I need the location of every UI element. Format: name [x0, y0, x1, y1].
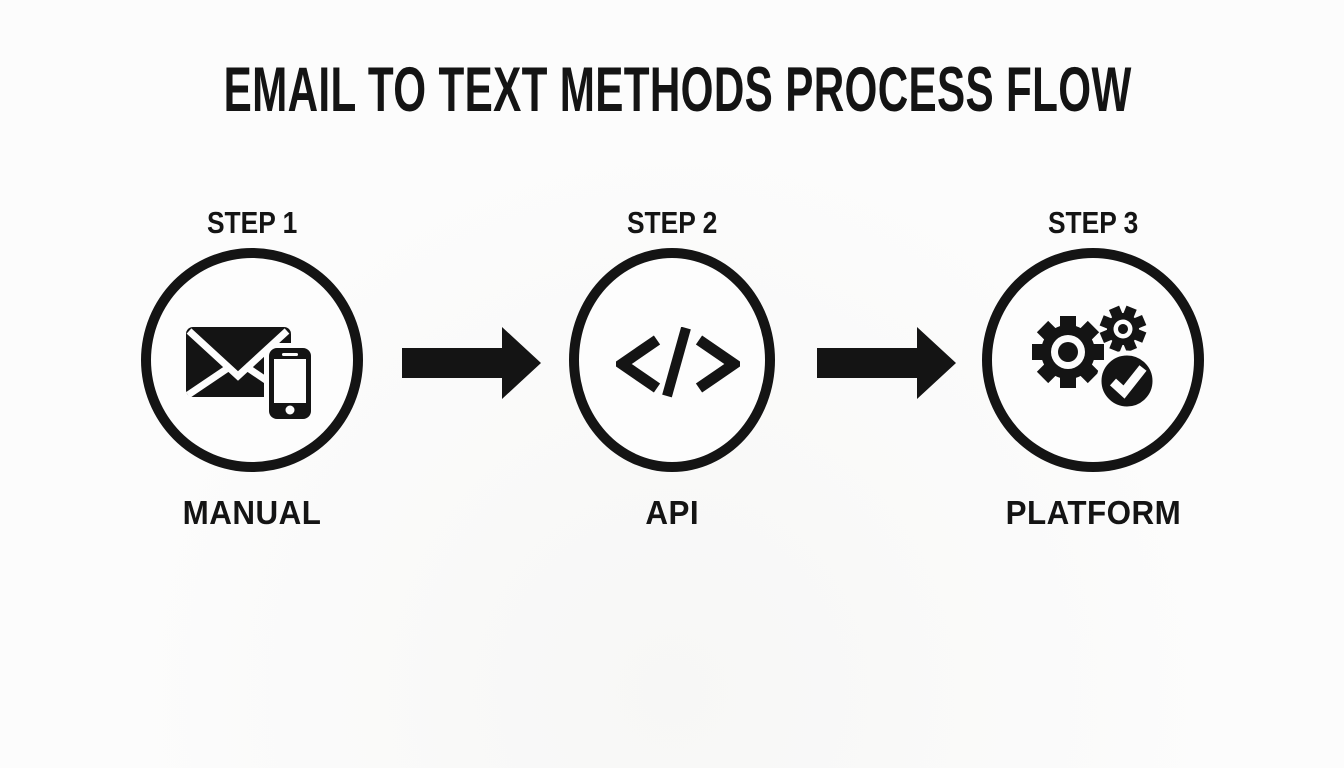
diagram-title: EMAIL TO TEXT METHODS PROCESS FLOW: [0, 58, 1344, 122]
arrow-right-icon: [402, 327, 541, 399]
method-label-api: API: [645, 494, 699, 531]
step-3-label: STEP 3: [1047, 205, 1139, 240]
email-phone-icon: [186, 327, 314, 422]
method-label-manual: MANUAL: [182, 494, 322, 531]
diagram-title-text: EMAIL TO TEXT METHODS PROCESS FLOW: [223, 55, 1132, 125]
method-label-platform: PLATFORM: [1005, 494, 1181, 531]
arrow-right-icon: [817, 327, 956, 399]
step-1-circle: [141, 248, 363, 472]
step-1-label: STEP 1: [206, 205, 298, 240]
step-2-label: STEP 2: [626, 205, 718, 240]
gears-check-icon: [1032, 305, 1158, 412]
code-icon: [616, 327, 740, 398]
